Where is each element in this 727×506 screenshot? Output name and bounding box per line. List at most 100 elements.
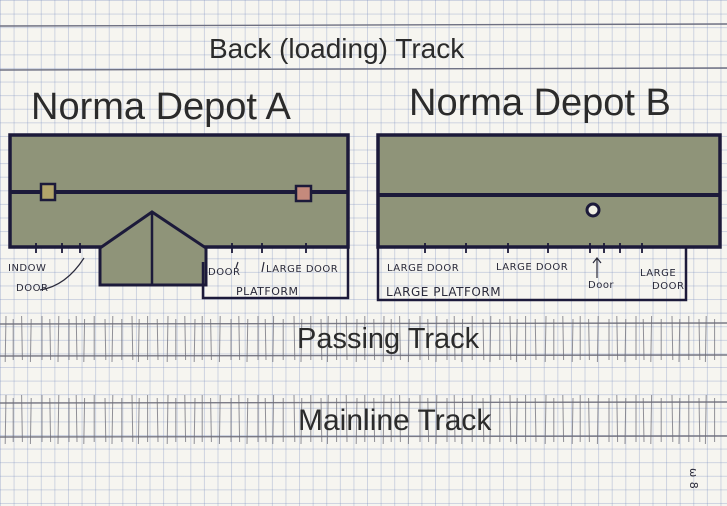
track-tie [509, 315, 512, 361]
track-tie [616, 315, 619, 361]
track-tie [571, 318, 574, 363]
track-tie [131, 394, 134, 443]
track-tie [210, 318, 212, 361]
depot-a-platform-label: PLATFORM [236, 285, 299, 298]
track-tie [382, 394, 385, 445]
track-tie [544, 315, 547, 363]
track-tie [704, 394, 707, 445]
margin-note: ω 8 [687, 468, 700, 490]
track-tie [184, 315, 187, 361]
track-tie [184, 394, 187, 443]
depot-b-large-label: LARGE [640, 268, 677, 279]
track-tie [642, 397, 645, 443]
track-tie [650, 315, 653, 363]
track-tie [407, 397, 410, 445]
depot-a-platform [201, 247, 350, 300]
track-tie [75, 315, 78, 361]
track-tie [193, 318, 196, 363]
track-tie [588, 318, 590, 361]
track-tie [156, 318, 159, 361]
track-tie [218, 315, 221, 363]
track-tie [246, 318, 249, 363]
track-tie [21, 315, 23, 361]
track-tie [489, 394, 492, 445]
track-tie [544, 394, 547, 445]
track-tie [596, 394, 599, 445]
track-tie [137, 318, 140, 363]
track-tie [650, 394, 653, 445]
depot-a-drawing [8, 133, 350, 300]
track-tie [166, 315, 169, 363]
track-tie [624, 318, 627, 363]
track-tie [83, 318, 86, 363]
depot-b-platform-label: LARGE PLATFORM [386, 285, 502, 299]
track-tie [482, 397, 485, 443]
track-tie [509, 394, 512, 443]
track-tie [300, 318, 303, 363]
track-tie [272, 394, 275, 445]
track-tie [131, 315, 134, 361]
track-tie [596, 315, 599, 363]
track-tie [461, 397, 464, 445]
track-tie [49, 397, 52, 443]
track-tie [264, 397, 267, 443]
track-tie [435, 315, 438, 363]
track-tie [345, 394, 348, 443]
depot-b-door-label: Door [588, 280, 615, 291]
track-tie [320, 397, 323, 443]
track-tie [399, 394, 401, 443]
track-tie [320, 318, 323, 361]
track-tie [482, 318, 485, 361]
depot-b-door-label-2: DOOR [652, 281, 685, 292]
depot-a-large-door-label: LARGE DOOR [266, 264, 339, 275]
track-tie [4, 315, 7, 363]
track-tie [104, 397, 107, 443]
track-tie [435, 394, 438, 445]
track-tie [678, 397, 681, 445]
depot-b-large-door-label-2: LARGE DOOR [496, 262, 569, 273]
track-tie [453, 315, 456, 361]
depot-b-platform [376, 247, 688, 302]
track-tie [453, 394, 456, 443]
track-tie [218, 394, 221, 445]
mainline-track [0, 394, 727, 445]
track-tie [698, 397, 701, 443]
track-tie [166, 394, 169, 445]
depot-a-door-label: DOOR [208, 267, 241, 278]
track-tie [57, 394, 60, 445]
track-tie [461, 318, 464, 363]
track-tie [427, 397, 430, 443]
track-tie [326, 394, 329, 445]
track-tie [111, 315, 114, 363]
track-tie [534, 397, 537, 443]
depot-b-drawing [376, 133, 722, 302]
track-tie [427, 318, 430, 361]
track-tie [293, 315, 296, 361]
track-tie [698, 318, 701, 361]
track-tie [156, 397, 159, 443]
passing-track-title: Passing Track [297, 323, 480, 355]
depot-a-window-label: INDOW [8, 263, 47, 274]
track-tie [210, 397, 212, 443]
track-tie [671, 315, 674, 361]
depot-a-door-left-label: DOOR [16, 283, 49, 294]
track-tie [238, 394, 241, 443]
track-tie [57, 315, 60, 363]
track-tie [246, 397, 249, 445]
passing-track [0, 315, 727, 363]
track-tie [29, 397, 32, 445]
track-tie [355, 318, 358, 363]
track-tie [293, 394, 296, 443]
track-tie [49, 318, 52, 361]
track-tie [515, 318, 518, 363]
track-tie [678, 318, 681, 363]
track-tie [193, 397, 196, 445]
mainline-track-title: Mainline Track [298, 404, 492, 437]
track-tie [588, 397, 590, 443]
back-track-title: Back (loading) Track [209, 33, 465, 64]
depot-b-vent [585, 202, 601, 218]
track-tie [345, 315, 348, 361]
track-tie [83, 397, 86, 445]
